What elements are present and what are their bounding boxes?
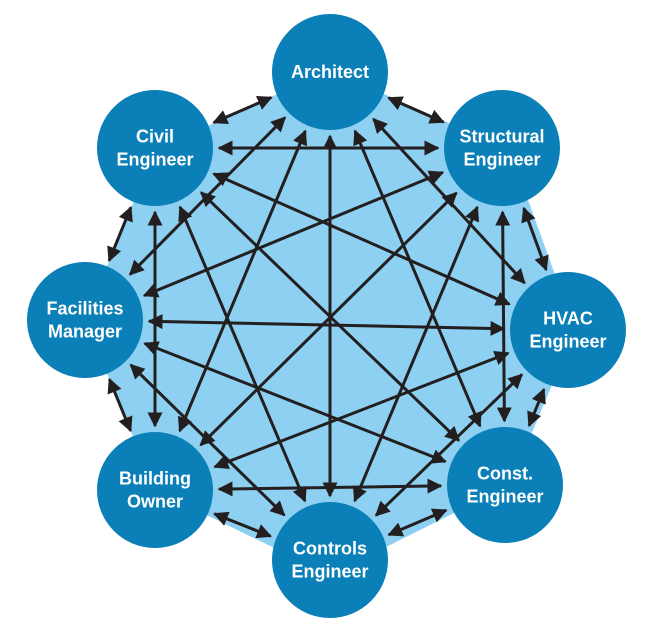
node-label-controls-0: Controls	[293, 539, 367, 559]
arrow-structural-const	[495, 210, 512, 423]
node-label-const-0: Const.	[477, 464, 533, 484]
arrow-const-controls	[387, 508, 448, 537]
connection-arrows	[107, 95, 549, 539]
node-label-owner-0: Building	[119, 469, 191, 489]
arrow-structural-hvac	[521, 206, 549, 272]
node-label-hvac-1: Engineer	[529, 332, 606, 352]
node-hvac: HVAC Engineer	[510, 272, 626, 388]
node-label-const-1: Engineer	[466, 487, 543, 507]
arrow-facilities-civil	[107, 205, 133, 263]
node-label-civil-1: Engineer	[116, 150, 193, 170]
node-circle-const	[447, 427, 563, 543]
node-circle-owner	[97, 432, 213, 548]
arrow-hvac-const	[527, 387, 546, 428]
node-label-structural-1: Engineer	[463, 150, 540, 170]
node-circle-controls	[272, 502, 388, 618]
node-label-controls-1: Engineer	[291, 562, 368, 582]
node-label-civil-0: Civil	[136, 127, 174, 147]
node-label-architect-0: Architect	[291, 62, 369, 82]
node-label-facilities-1: Manager	[48, 322, 122, 342]
node-label-facilities-0: Facilities	[46, 299, 123, 319]
node-architect: Architect	[272, 14, 388, 130]
arrow-controls-civil	[178, 205, 307, 503]
stakeholder-nodes: ArchitectStructuralEngineerHVACEngineerC…	[27, 14, 626, 618]
node-label-owner-1: Owner	[127, 492, 183, 512]
node-circle-facilities	[27, 262, 143, 378]
node-circle-civil	[97, 90, 213, 206]
node-label-hvac-0: HVAC	[543, 309, 593, 329]
node-circle-architect	[272, 14, 388, 130]
arrow-owner-facilities	[107, 377, 133, 433]
node-const: Const. Engineer	[447, 427, 563, 543]
node-label-structural-0: Structural	[459, 127, 544, 147]
node-circle-structural	[444, 90, 560, 206]
arrow-controls-owner	[213, 511, 272, 539]
arrow-architect-civil	[212, 95, 273, 125]
node-circle-hvac	[510, 272, 626, 388]
